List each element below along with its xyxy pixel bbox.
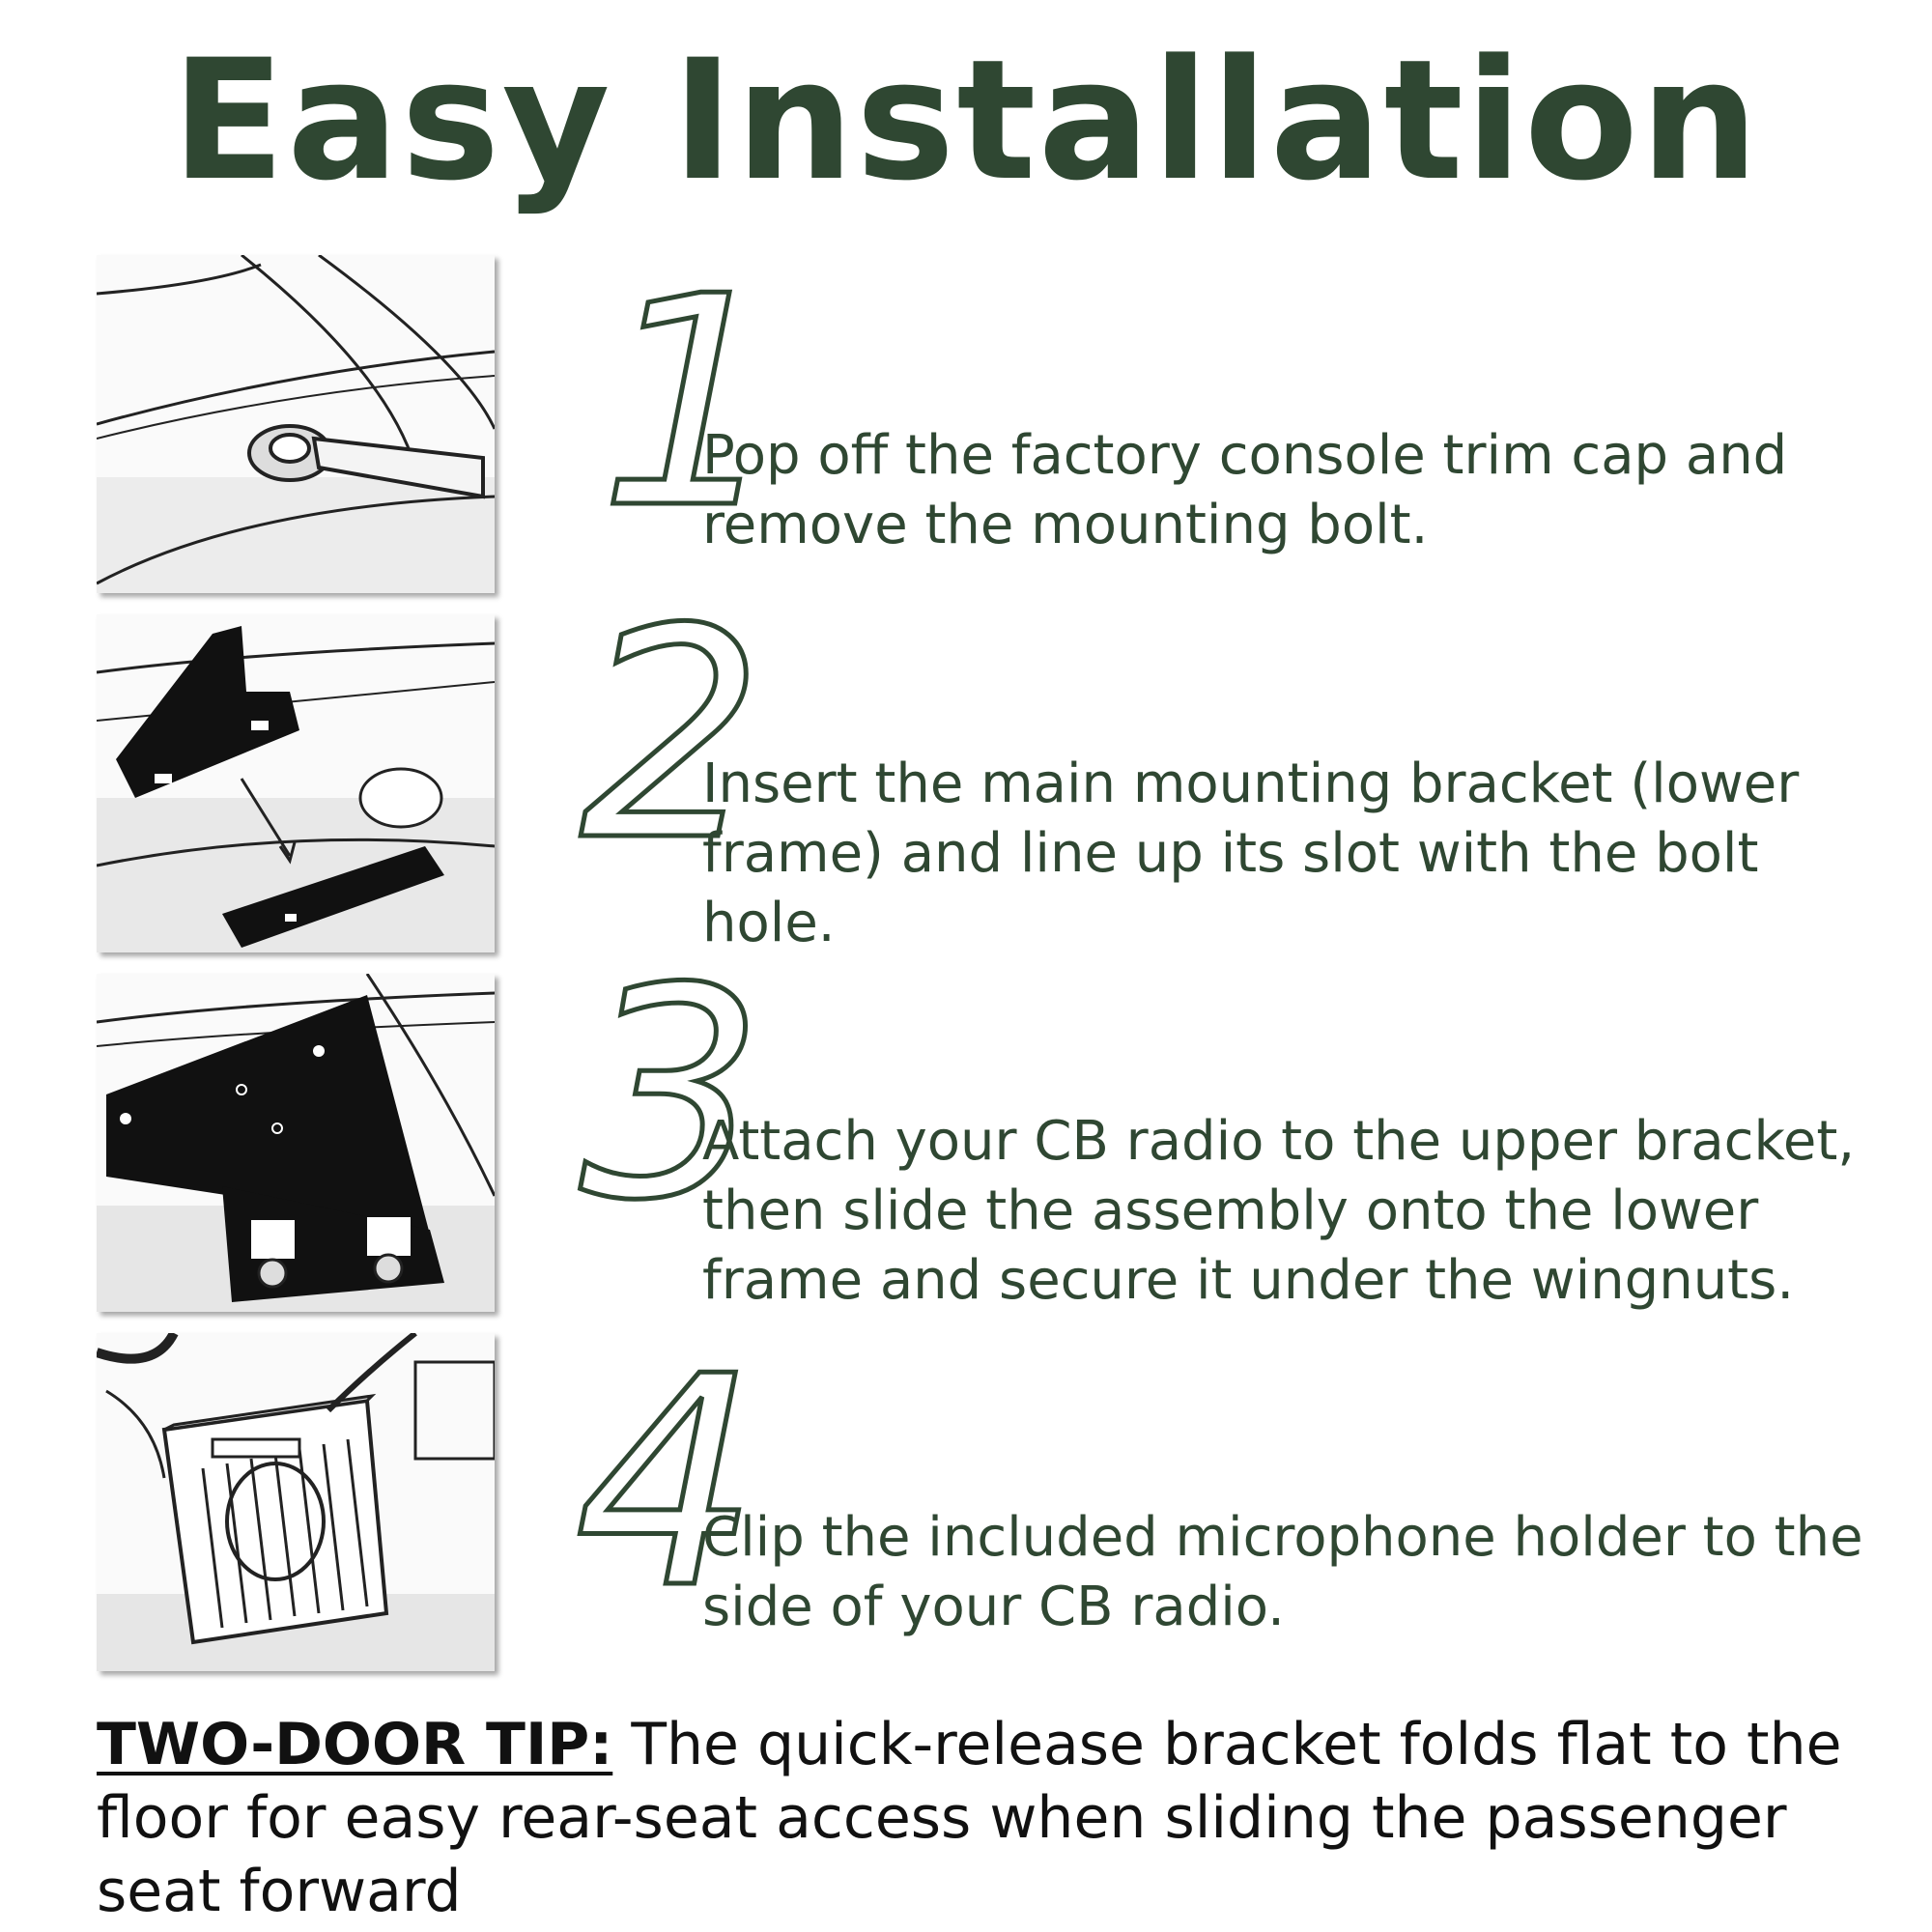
console-bolt-drawing xyxy=(97,255,495,593)
step-4-text: Clip the included microphone holder to t… xyxy=(702,1506,1863,1638)
step-4-number: 4 xyxy=(573,1315,762,1652)
tip-label: TWO-DOOR TIP: xyxy=(97,1711,613,1778)
step-3-number: 3 xyxy=(578,926,767,1264)
page-title: Easy Installation xyxy=(171,23,1761,217)
step-2-number: 2 xyxy=(578,567,767,904)
tip-text: The quick-release bracket folds flat to … xyxy=(97,1711,1842,1925)
step-2-illustration xyxy=(97,614,495,952)
step-2-text: Insert the main mounting bracket (lower … xyxy=(702,753,1800,954)
step-3-text: Attach your CB radio to the upper bracke… xyxy=(702,1110,1856,1312)
two-door-tip: TWO-DOOR TIP: The quick-release bracket … xyxy=(97,1708,1874,1928)
step-3-illustration xyxy=(97,974,495,1312)
step-1-text: Pop off the factory console trim cap and… xyxy=(702,424,1788,556)
cb-radio-drawing xyxy=(97,1333,495,1671)
step-4-illustration xyxy=(97,1333,495,1671)
step-1-number: 1 xyxy=(597,235,786,572)
lower-bracket-drawing xyxy=(97,626,495,952)
step-1-illustration xyxy=(97,255,495,593)
upper-bracket-drawing xyxy=(97,974,495,1312)
